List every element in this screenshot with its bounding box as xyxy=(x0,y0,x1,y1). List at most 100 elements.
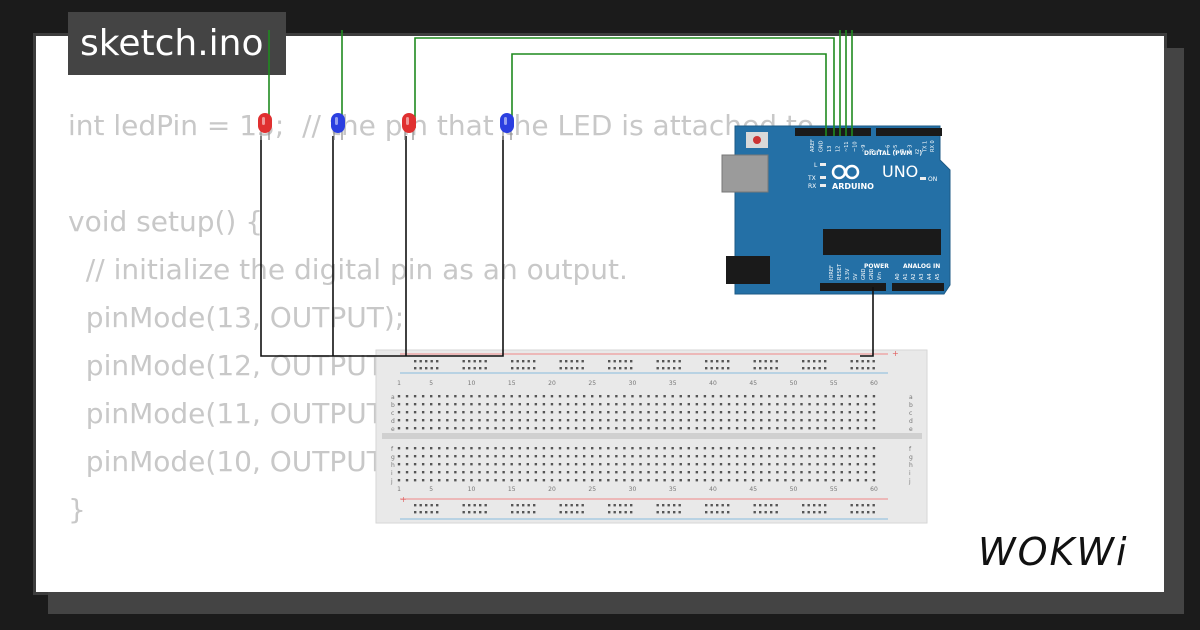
board-pin-label: ~11 xyxy=(844,141,850,152)
code-editor[interactable]: int ledPin = 13; // the pin that the LED… xyxy=(68,102,814,592)
breadboard-hole xyxy=(607,463,610,466)
breadboard-hole xyxy=(687,427,690,430)
breadboard-row-letter: g xyxy=(909,454,913,461)
breadboard-hole xyxy=(510,395,513,398)
breadboard-column-number: 5 xyxy=(429,380,433,387)
breadboard-hole xyxy=(832,427,835,430)
breadboard-hole xyxy=(671,479,674,482)
board-pin-label: AREF xyxy=(810,139,816,152)
breadboard-hole xyxy=(776,411,779,414)
breadboard-hole xyxy=(576,511,579,514)
breadboard-hole xyxy=(861,367,864,370)
board-pin-label: ~5 xyxy=(893,145,899,152)
breadboard-hole xyxy=(599,403,602,406)
breadboard-hole xyxy=(486,463,489,466)
breadboard-hole xyxy=(438,411,441,414)
breadboard-hole xyxy=(550,395,554,398)
breadboard-hole xyxy=(608,367,611,370)
breadboard-hole xyxy=(608,360,611,363)
breadboard-column-number: 45 xyxy=(749,486,757,493)
breadboard-hole xyxy=(619,511,622,514)
breadboard-hole xyxy=(667,504,670,507)
breadboard-hole xyxy=(414,504,417,507)
arduino-uno-board[interactable]: UNO ARDUINO DIGITAL (PWM ~) POWER ANALOG… xyxy=(721,125,951,295)
breadboard-hole xyxy=(663,403,666,406)
breadboard-hole xyxy=(711,471,715,474)
breadboard-hole xyxy=(624,511,627,514)
breadboard-row-letter: b xyxy=(909,402,913,409)
breadboard-hole xyxy=(510,447,513,450)
breadboard-hole xyxy=(716,367,719,370)
breadboard-hole xyxy=(446,455,449,458)
breadboard-hole xyxy=(735,479,739,482)
breadboard-hole xyxy=(479,367,482,370)
breadboard-hole xyxy=(678,360,681,363)
breadboard-hole xyxy=(502,463,505,466)
breadboard-column-number: 35 xyxy=(669,380,677,387)
breadboard-hole xyxy=(856,504,859,507)
led-blue[interactable] xyxy=(331,113,345,140)
breadboard-hole xyxy=(607,455,610,458)
code-line: } xyxy=(68,493,86,526)
breadboard-hole xyxy=(856,427,860,430)
breadboard-column-number: 55 xyxy=(830,380,838,387)
breadboard-hole xyxy=(454,471,457,474)
rail-plus-top: + xyxy=(892,349,899,358)
breadboard-hole xyxy=(695,419,699,422)
breadboard-hole xyxy=(872,395,876,398)
led-indicator-l xyxy=(820,163,826,166)
breadboard-hole xyxy=(816,403,819,406)
breadboard-hole xyxy=(861,504,864,507)
breadboard-hole xyxy=(864,411,868,414)
breadboard-hole xyxy=(615,427,618,430)
breadboard-hole xyxy=(727,511,730,514)
breadboard-hole xyxy=(582,463,586,466)
breadboard-hole xyxy=(478,395,481,398)
breadboard-hole xyxy=(818,367,821,370)
breadboard-hole xyxy=(721,511,724,514)
breadboard-hole xyxy=(550,419,554,422)
breadboard-hole xyxy=(574,411,578,414)
led-blue[interactable] xyxy=(500,113,514,140)
board-pin-label: 13 xyxy=(827,146,833,152)
breadboard-column-number: 30 xyxy=(629,380,637,387)
breadboard-hole xyxy=(867,360,870,363)
breadboard-hole xyxy=(752,471,755,474)
breadboard-hole xyxy=(522,504,525,507)
breadboard-hole xyxy=(534,479,538,482)
led-red[interactable] xyxy=(402,113,416,140)
breadboard-hole xyxy=(470,411,473,414)
breadboard-hole xyxy=(613,511,616,514)
breadboard-hole xyxy=(703,463,707,466)
breadboard-column-number: 55 xyxy=(830,486,838,493)
breadboard-hole xyxy=(436,360,439,363)
file-tab[interactable]: sketch.ino xyxy=(68,12,286,75)
breadboard-hole xyxy=(591,395,594,398)
breadboard-hole xyxy=(775,367,778,370)
breadboard-hole xyxy=(695,403,699,406)
breadboard-hole xyxy=(807,367,810,370)
breadboard-hole xyxy=(624,367,627,370)
breadboard-hole xyxy=(802,367,805,370)
breadboard-hole xyxy=(518,463,521,466)
breadboard-hole xyxy=(473,504,476,507)
breadboard-hole xyxy=(703,447,707,450)
breadboard-hole xyxy=(824,367,827,370)
breadboard-hole xyxy=(615,411,618,414)
breadboard-hole xyxy=(776,403,779,406)
breadboard-hole xyxy=(639,427,642,430)
breadboard-hole xyxy=(438,455,441,458)
breadboard-hole xyxy=(721,504,724,507)
breadboard-hole xyxy=(462,447,465,450)
breadboard-hole xyxy=(516,360,519,363)
breadboard-hole xyxy=(864,427,868,430)
board-pin-label: ~9 xyxy=(861,145,867,152)
breadboard-hole xyxy=(518,411,521,414)
breadboard-hole xyxy=(687,479,690,482)
breadboard-hole xyxy=(558,447,562,450)
breadboard-hole xyxy=(607,403,610,406)
breadboard-hole xyxy=(446,411,449,414)
led-red[interactable] xyxy=(258,113,272,140)
breadboard-hole xyxy=(848,447,851,450)
breadboard-hole xyxy=(764,511,767,514)
